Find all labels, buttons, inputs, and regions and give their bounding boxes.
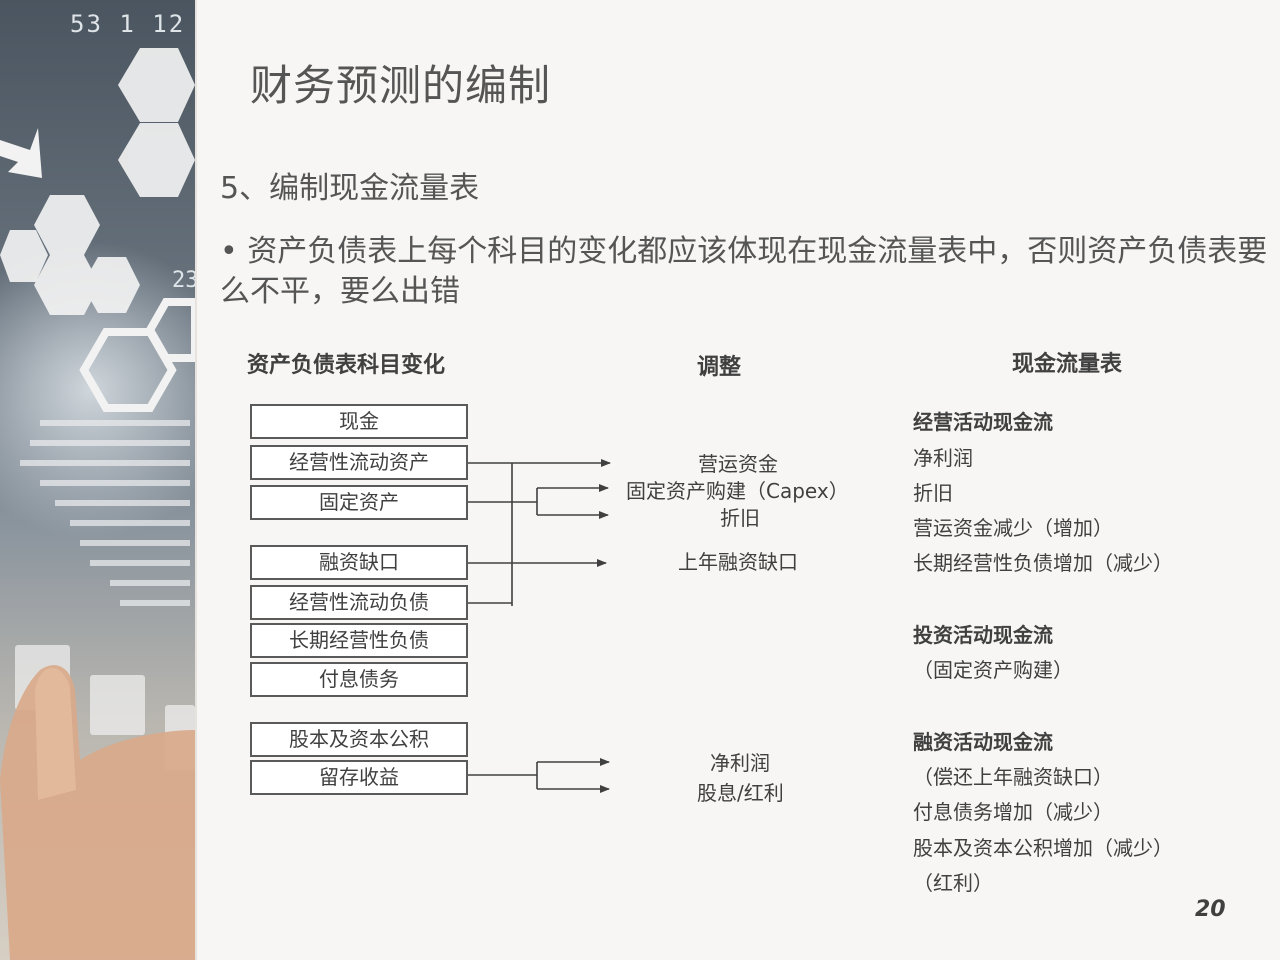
adjustment-prior-financing-gap: 上年融资缺口 — [678, 550, 798, 574]
balance-item-interest-bearing-debt: 付息债务 — [250, 662, 468, 697]
adjustment-capex: 固定资产购建（Capex） — [626, 479, 849, 503]
balance-item-cash: 现金 — [250, 404, 468, 439]
financing-cash-flow-header: 融资活动现金流 — [913, 730, 1053, 754]
page-title: 财务预测的编制 — [250, 61, 552, 110]
operating-item: 营运资金减少（增加） — [913, 516, 1113, 540]
balance-item-retained-earnings: 留存收益 — [250, 760, 468, 795]
hexagon-pattern-graphic — [0, 48, 195, 960]
investing-item: （固定资产购建） — [913, 658, 1073, 682]
column-header-balance-sheet: 资产负债表科目变化 — [247, 353, 446, 378]
column-header-adjustment: 调整 — [697, 355, 742, 380]
balance-item-long-term-operating-liabilities: 长期经营性负债 — [250, 623, 468, 658]
adjustment-depreciation: 折旧 — [720, 506, 760, 530]
decorative-side-image: 53 1 12 23 — [0, 0, 195, 960]
digits-decoration: 23 — [172, 268, 195, 293]
investing-cash-flow-header: 投资活动现金流 — [913, 623, 1053, 647]
financing-item: 股本及资本公积增加（减少） — [913, 836, 1173, 860]
operating-item: 长期经营性负债增加（减少） — [913, 551, 1173, 575]
financing-item: （偿还上年融资缺口） — [913, 765, 1113, 789]
adjustment-dividends: 股息/红利 — [697, 781, 784, 805]
digits-decoration: 53 1 12 — [70, 10, 186, 38]
financing-item: 付息债务增加（减少） — [913, 800, 1113, 824]
adjustment-working-capital: 营运资金 — [698, 452, 778, 476]
balance-item-operating-current-liabilities: 经营性流动负债 — [250, 585, 468, 620]
balance-item-financing-gap: 融资缺口 — [250, 545, 468, 580]
column-header-cash-flow: 现金流量表 — [1012, 352, 1123, 377]
arrow-icon — [0, 128, 42, 178]
section-heading: 5、编制现金流量表 — [220, 171, 480, 206]
balance-item-operating-current-assets: 经营性流动资产 — [250, 445, 468, 480]
adjustment-net-profit: 净利润 — [710, 751, 770, 775]
operating-item: 净利润 — [913, 446, 973, 470]
operating-item: 折旧 — [913, 481, 953, 505]
panel-divider — [195, 0, 197, 960]
operating-cash-flow-header: 经营活动现金流 — [913, 410, 1053, 434]
page-number: 20 — [1195, 897, 1226, 922]
balance-item-fixed-assets: 固定资产 — [250, 485, 468, 520]
balance-item-share-capital: 股本及资本公积 — [250, 722, 468, 757]
bullet-text: • 资产负债表上每个科目的变化都应该体现在现金流量表中，否则资产负债表要么不平，… — [220, 234, 1268, 309]
financing-item: （红利） — [913, 871, 993, 895]
